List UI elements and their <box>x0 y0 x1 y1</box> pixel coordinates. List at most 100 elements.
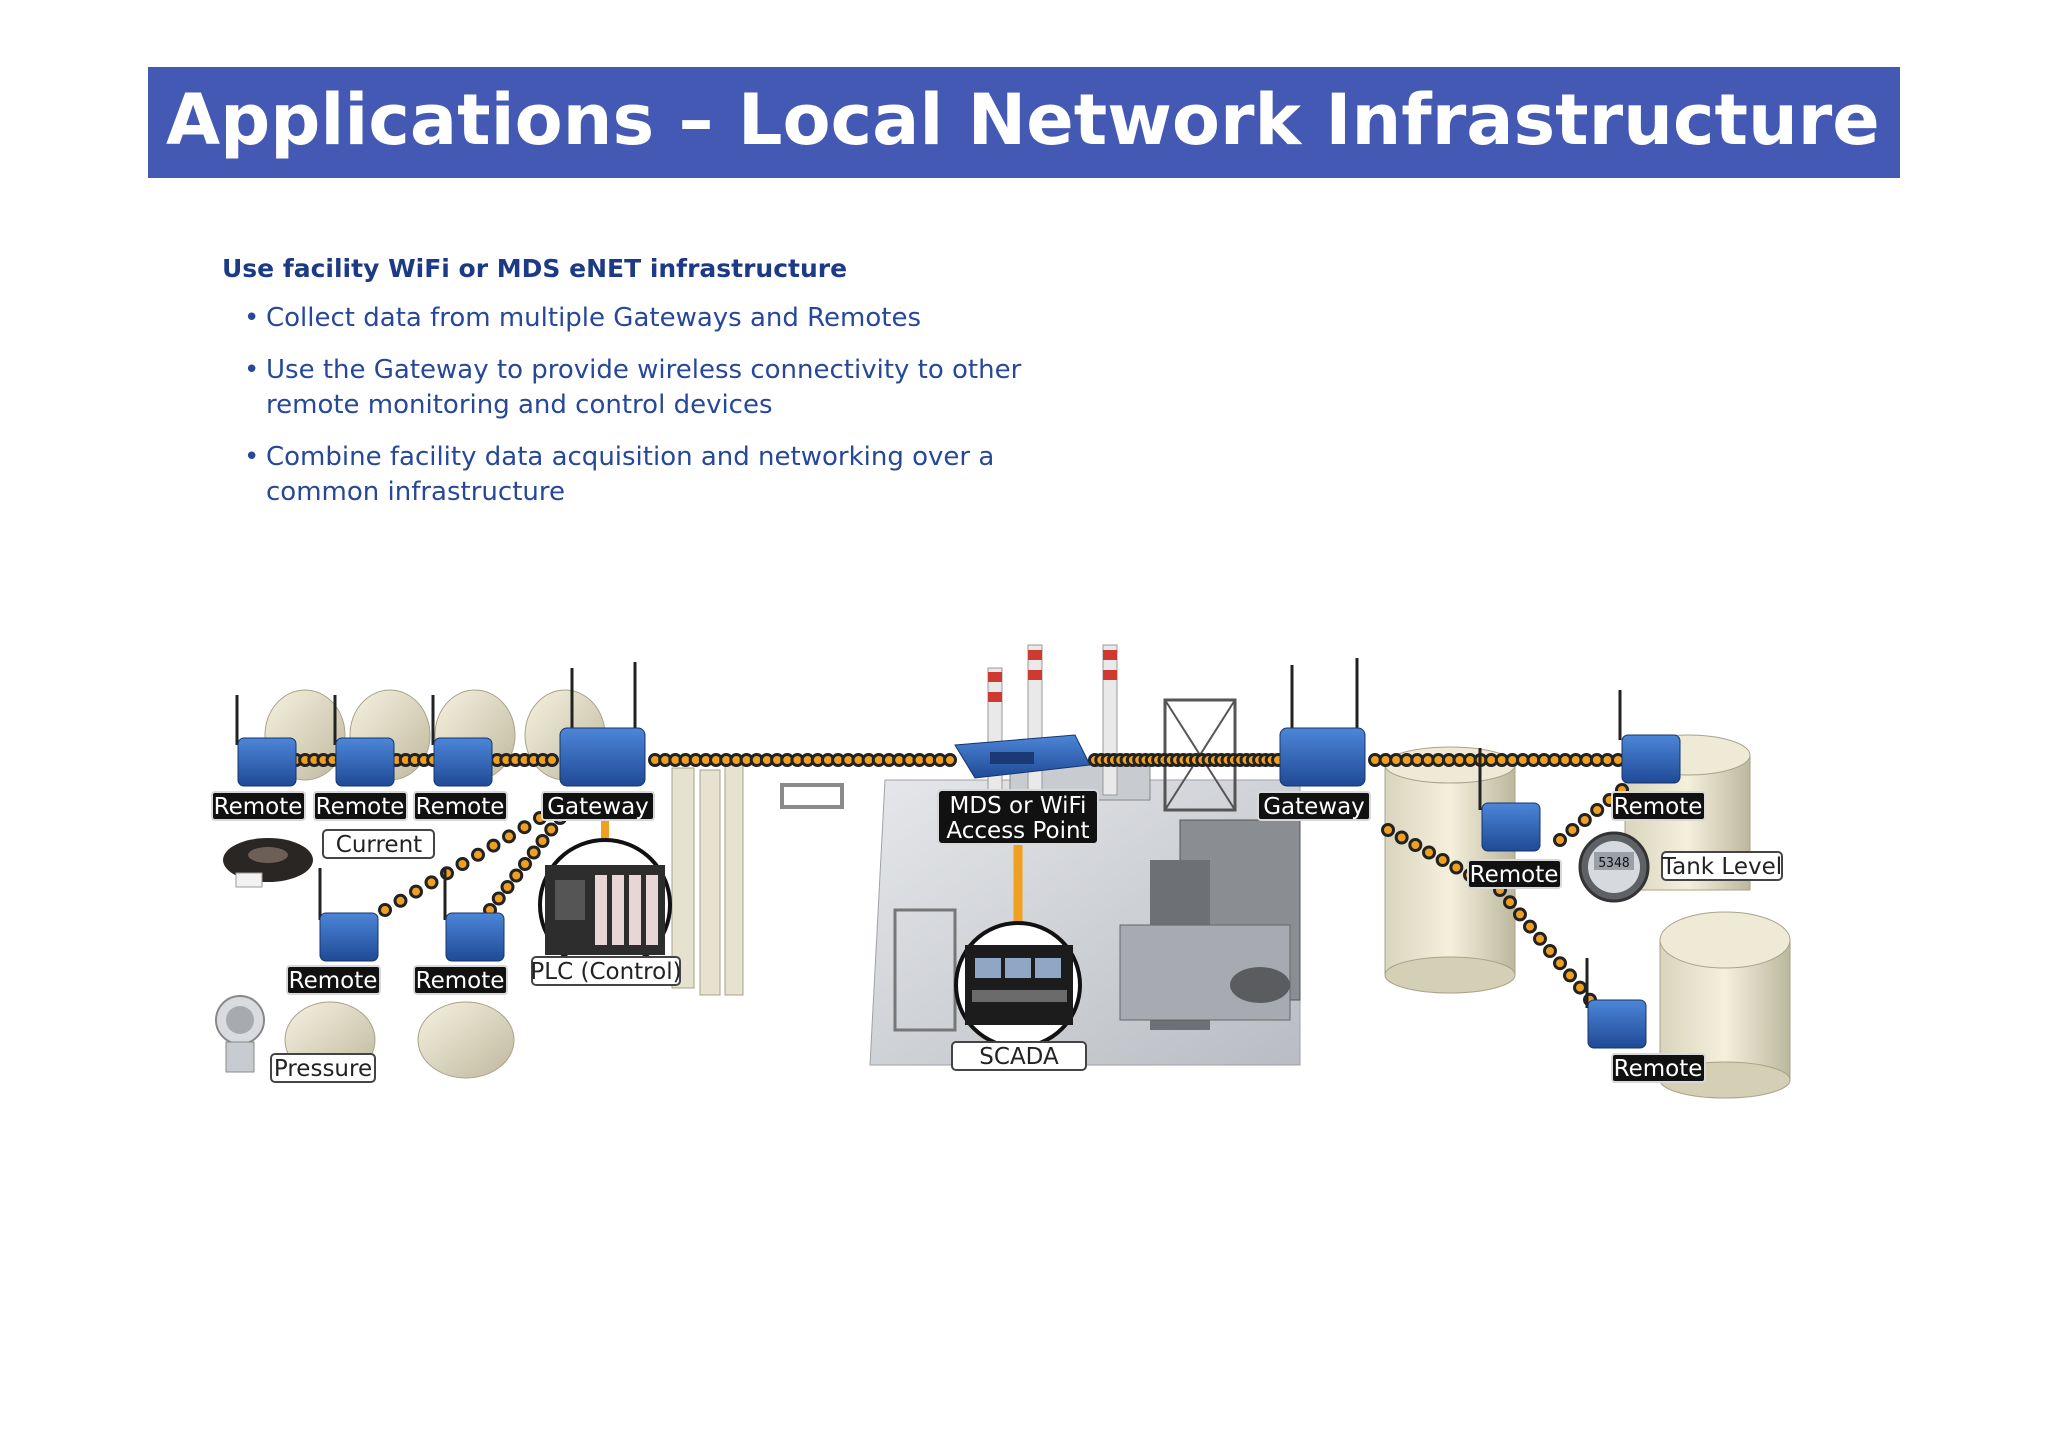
svg-text:Remote: Remote <box>289 968 378 994</box>
subheading: Use facility WiFi or MDS eNET infrastruc… <box>222 254 848 283</box>
device-remote-8 <box>1585 958 1647 1049</box>
link-dot <box>502 829 516 844</box>
current-sensor-icon <box>223 838 313 888</box>
link-dot <box>1573 980 1587 995</box>
link-dot <box>1449 860 1464 875</box>
link-dot <box>1553 956 1567 971</box>
link-dot <box>1565 823 1580 837</box>
label-remote-3: Remote <box>413 791 508 821</box>
link-dot <box>1523 919 1537 934</box>
label-remote-4: Remote <box>286 965 381 995</box>
text-block: Use facility WiFi or MDS eNET infrastruc… <box>222 254 1022 527</box>
pressure-transmitter-icon <box>215 995 265 1073</box>
svg-text:Remote: Remote <box>1614 794 1703 820</box>
link-dot <box>486 838 501 853</box>
svg-text:MDS or WiFi: MDS or WiFi <box>950 793 1087 819</box>
link-dot <box>440 866 454 881</box>
device-remote-7 <box>1618 690 1681 784</box>
link-dot <box>509 868 524 883</box>
label-remote-7: Remote <box>1611 791 1706 821</box>
svg-text:Access Point: Access Point <box>946 818 1089 844</box>
link-dot <box>1533 931 1547 946</box>
device-remote-3 <box>431 695 493 787</box>
link-dot <box>500 880 515 894</box>
label-remote-5: Remote <box>413 965 508 995</box>
link-dot <box>943 753 957 767</box>
bullet-item: •Combine facility data acquisition and n… <box>244 442 995 507</box>
svg-text:SCADA: SCADA <box>979 1044 1059 1070</box>
link-dot <box>526 845 541 860</box>
link-dot <box>1553 833 1567 847</box>
link-dot <box>1394 830 1409 845</box>
bullet-dot-icon: • <box>244 355 260 385</box>
title-bar: Applications – Local Network Infrastruct… <box>148 67 1900 178</box>
link-dot <box>471 847 485 862</box>
label-access-point: MDS or WiFi Access Point <box>937 789 1099 845</box>
label-remote-2: Remote <box>313 791 408 821</box>
plc-magnifier <box>538 838 672 972</box>
link-dot <box>1422 845 1436 860</box>
link-dot <box>424 875 439 890</box>
link-dot <box>455 857 470 871</box>
tank-level-meter-icon: 5348 <box>1578 831 1650 903</box>
bullet-dot-icon: • <box>244 442 260 472</box>
link-dot <box>1543 944 1557 958</box>
link-dot <box>517 820 532 835</box>
svg-text:Remote: Remote <box>1614 1056 1703 1082</box>
link-dot <box>1435 853 1450 867</box>
process-columns <box>671 764 844 996</box>
svg-text:Gateway: Gateway <box>547 794 649 820</box>
device-remote-2 <box>333 695 395 787</box>
device-access-point <box>954 734 1091 779</box>
network-diagram: 5348 Remote Remote Remote Gateway Curren… <box>190 620 1830 1100</box>
link-dot <box>409 884 423 899</box>
svg-text:Pressure: Pressure <box>274 1056 372 1082</box>
svg-text:Remote: Remote <box>214 794 303 820</box>
label-plc: PLC (Control) <box>530 956 682 986</box>
link-dot <box>491 891 506 906</box>
bullet-item: •Use the Gateway to provide wireless con… <box>244 355 1022 420</box>
label-remote-8: Remote <box>1611 1053 1706 1083</box>
label-gateway-right: Gateway <box>1257 791 1371 821</box>
svg-text:Remote: Remote <box>416 968 505 994</box>
link-dot <box>544 822 559 837</box>
device-remote-4 <box>318 868 379 962</box>
svg-text:PLC (Control): PLC (Control) <box>530 959 681 985</box>
link-dot <box>1563 968 1577 983</box>
label-scada: SCADA <box>951 1041 1087 1071</box>
link-dot <box>1590 803 1605 817</box>
svg-text:Current: Current <box>336 832 422 858</box>
device-gateway-left <box>559 662 646 787</box>
link-dot <box>1513 907 1527 922</box>
label-current: Current <box>322 829 435 859</box>
link-dot <box>1503 895 1517 910</box>
svg-text:Gateway: Gateway <box>1263 794 1365 820</box>
link-dot <box>1577 813 1592 827</box>
bullet-dot-icon: • <box>244 303 260 333</box>
label-tank-level: Tank Level <box>1661 851 1783 881</box>
link-dot <box>1408 838 1423 852</box>
link-dot <box>518 857 532 871</box>
svg-text:Remote: Remote <box>1470 862 1559 888</box>
meter-reading: 5348 <box>1598 856 1629 871</box>
device-remote-5 <box>443 868 505 962</box>
scada-magnifier <box>954 921 1082 1049</box>
link-dot <box>545 753 559 767</box>
page-title: Applications – Local Network Infrastruct… <box>166 79 1880 161</box>
label-remote-1: Remote <box>211 791 306 821</box>
bullet-list: •Collect data from multiple Gateways and… <box>222 301 1022 510</box>
link-dot <box>535 834 550 848</box>
link-dot <box>1381 823 1395 837</box>
link-dot <box>393 893 408 908</box>
label-remote-6: Remote <box>1467 859 1562 889</box>
svg-text:Tank Level: Tank Level <box>1661 854 1782 880</box>
svg-text:Remote: Remote <box>416 794 505 820</box>
label-pressure: Pressure <box>270 1053 376 1083</box>
device-remote-6 <box>1478 748 1541 852</box>
svg-text:Remote: Remote <box>316 794 405 820</box>
device-remote-1 <box>235 695 297 787</box>
link-dot <box>378 903 392 917</box>
bullet-item: •Collect data from multiple Gateways and… <box>222 301 1046 336</box>
device-gateway-right <box>1279 658 1366 787</box>
label-gateway-left: Gateway <box>541 791 655 821</box>
